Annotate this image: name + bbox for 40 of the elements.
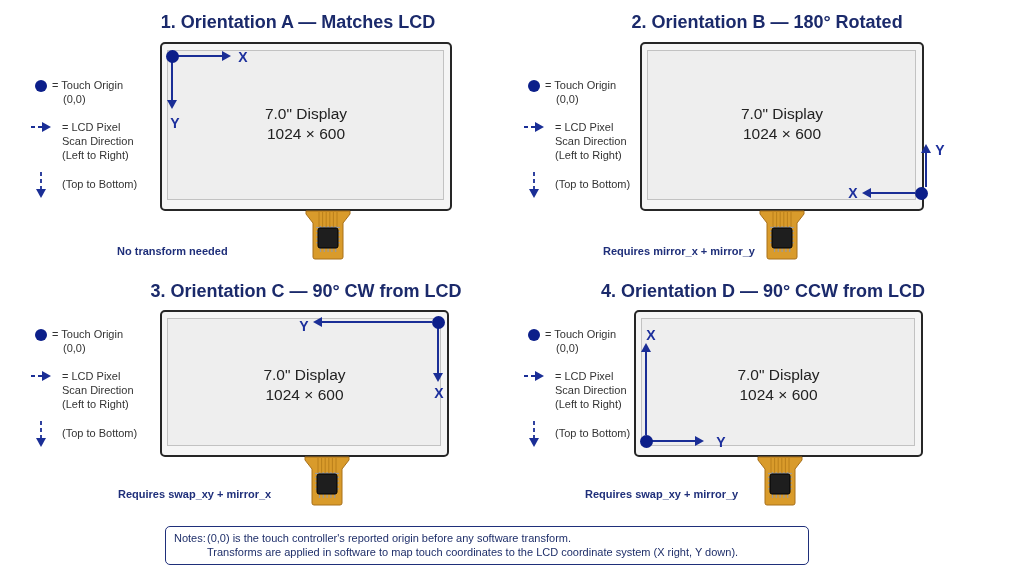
- axis-label: Y: [299, 318, 309, 334]
- panel-heading: 3. Orientation C — 90° CW from LCD: [150, 281, 462, 302]
- legend-text: = Touch Origin (0,0): [52, 78, 125, 106]
- legend-text: (Top to Bottom): [555, 426, 631, 440]
- display-size-label: 7.0" Display: [264, 105, 348, 123]
- legend-text: (Top to Bottom): [62, 426, 138, 440]
- legend-text: = Touch Origin (0,0): [52, 327, 125, 355]
- axis-label: Y: [170, 115, 180, 131]
- legend-text: = Touch Origin (0,0): [545, 327, 618, 355]
- display-size-label: 7.0" Display: [740, 105, 824, 123]
- transform-note: Requires swap_xy + mirror_x: [118, 487, 272, 501]
- note-text: (0,0) is the touch controller's reported origin before any software transform.: [207, 531, 572, 545]
- panel-heading: 4. Orientation D — 90° CCW from LCD: [600, 281, 926, 302]
- panel-heading: 1. Orientation A — Matches LCD: [160, 12, 436, 33]
- transform-note: Requires mirror_x + mirror_y: [603, 244, 755, 258]
- legend-text: = Touch Origin (0,0): [545, 78, 618, 106]
- resolution-label: 1024 × 600: [267, 125, 345, 143]
- axis-label: Y: [935, 142, 945, 158]
- resolution-label: 1024 × 600: [743, 125, 821, 143]
- display-size-label: 7.0" Display: [263, 366, 346, 384]
- legend-text: = LCD Pixel Scan Direction (Left to Right): [555, 369, 628, 411]
- axis-label: X: [434, 385, 444, 401]
- transform-note: Requires swap_xy + mirror_y: [585, 487, 739, 501]
- legend-text: (Top to Bottom): [62, 177, 138, 191]
- note-text: Transforms are applied in software to map touch coordinates to the LCD coordinate system (X right, Y down).: [207, 545, 739, 559]
- axis-label: X: [848, 185, 858, 201]
- legend-text: = LCD Pixel Scan Direction (Left to Right): [62, 369, 135, 411]
- transform-note: No transform needed: [117, 244, 228, 258]
- resolution-label: 1024 × 600: [739, 386, 818, 404]
- legend-text: = LCD Pixel Scan Direction (Left to Right): [555, 120, 628, 162]
- axis-label: X: [238, 49, 248, 65]
- legend-text: (Top to Bottom): [555, 177, 631, 191]
- notes-heading: Notes:: [174, 531, 206, 545]
- axis-label: X: [646, 327, 656, 343]
- axis-label: Y: [716, 434, 726, 450]
- resolution-label: 1024 × 600: [265, 386, 344, 404]
- display-size-label: 7.0" Display: [737, 366, 820, 384]
- notes-box: [165, 526, 809, 565]
- legend-text: = LCD Pixel Scan Direction (Left to Right): [62, 120, 135, 162]
- panel-heading: 2. Orientation B — 180° Rotated: [631, 12, 903, 33]
